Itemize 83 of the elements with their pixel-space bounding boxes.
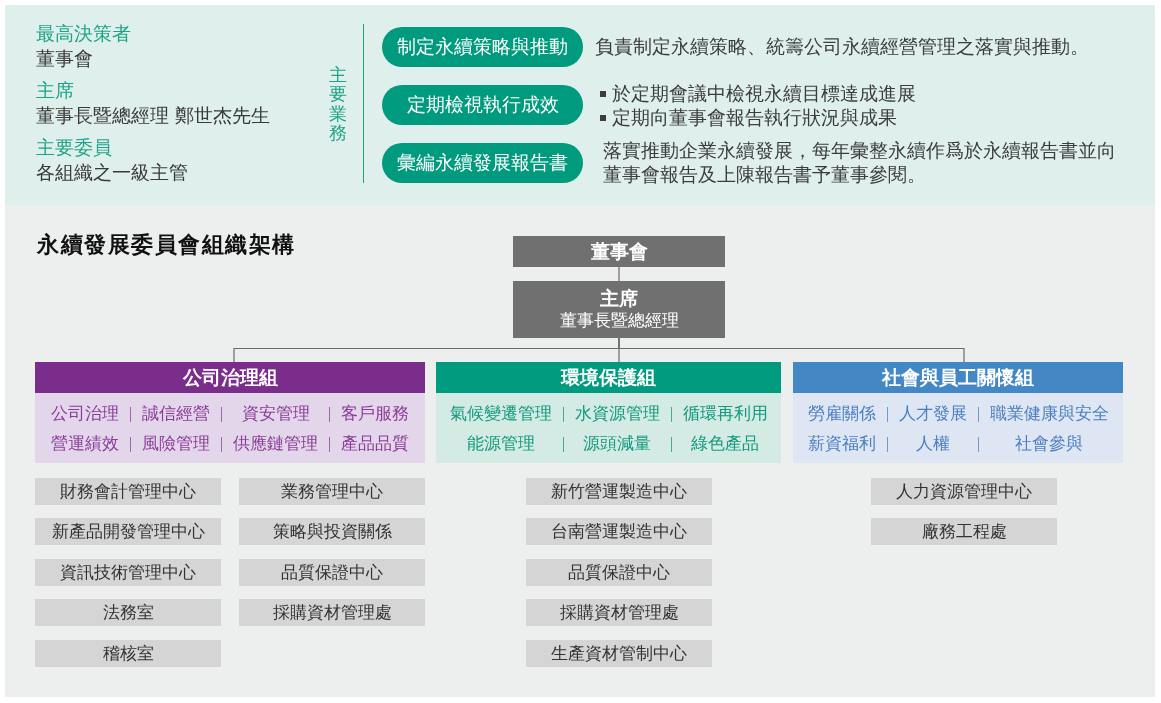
topic-label: 人權 <box>915 433 950 455</box>
task-pill <box>382 85 583 125</box>
department-label: 品質保證中心 <box>568 561 670 584</box>
group-header: 社會與員工關懷組 <box>793 362 1123 393</box>
box-title: 主席 <box>600 287 638 310</box>
topic-label: 客戶服務 <box>341 403 409 425</box>
topic-label: 職業健康與安全 <box>989 403 1109 425</box>
task-description: 於定期會議中檢視永續目標達成進展 <box>612 82 916 106</box>
task-description: 落實推動企業永續發展，每年彙整永續作爲於永續報告書並向董事會報告及上陳報告書予董事參閱。 <box>603 139 1117 187</box>
role-heading: 最高決策者 <box>36 23 131 45</box>
group-header: 環境保護組 <box>436 362 781 393</box>
role-heading: 主席 <box>36 80 74 102</box>
department-box <box>526 518 712 545</box>
department-box <box>35 559 221 586</box>
department-label: 人力資源管理中心 <box>896 480 1032 503</box>
topic-label: 薪資福利 <box>807 433 876 455</box>
department-label: 稽核室 <box>102 642 154 665</box>
connector-line <box>618 337 965 363</box>
department-label: 品質保證中心 <box>281 561 383 584</box>
department-label: 新產品開發管理中心 <box>51 520 205 543</box>
department-box <box>239 559 425 586</box>
topic-label: 水資源管理 <box>574 403 660 425</box>
department-box <box>526 559 712 586</box>
task-pill <box>382 143 583 183</box>
department-label: 新竹營運製造中心 <box>551 480 687 503</box>
department-label: 資訊技術管理中心 <box>60 561 196 584</box>
org-box <box>513 281 725 338</box>
department-box <box>35 518 221 545</box>
topic-label: 源頭減量 <box>583 433 651 455</box>
topic-label: 綠色產品 <box>691 433 759 455</box>
vertical-label: 主要業務 <box>329 66 347 143</box>
department-box <box>871 518 1057 545</box>
task-label: 彙編永續發展報告書 <box>397 152 568 174</box>
department-box <box>526 599 712 626</box>
department-label: 廠務工程處 <box>921 520 1007 543</box>
role-text: 董事會 <box>36 48 93 70</box>
box-subtitle: 董事長暨總經理 <box>559 309 679 332</box>
department-box <box>35 599 221 626</box>
department-label: 策略與投資關係 <box>272 520 392 543</box>
task-label: 制定永續策略與推動 <box>397 36 568 58</box>
role-text: 各組織之一級主管 <box>36 162 188 184</box>
chart-title: 永續發展委員會組織架構 <box>37 232 296 258</box>
topic-label: 循環再利用 <box>682 403 768 425</box>
topic-label: 營運績效 <box>51 433 119 455</box>
department-box <box>871 478 1057 505</box>
topic-label: 能源管理 <box>466 433 535 455</box>
topic-label: 供應鏈管理 <box>233 433 318 455</box>
role-text: 董事長暨總經理 鄭世杰先生 <box>36 105 270 127</box>
department-box <box>35 478 221 505</box>
topic-label: 氣候變遷管理 <box>449 403 552 425</box>
topic-label: 風險管理 <box>142 433 210 455</box>
topic-label: 誠信經營 <box>142 403 210 425</box>
topic-label: 資安管理 <box>241 403 310 425</box>
department-label: 採購資材管理處 <box>559 601 679 624</box>
topic-label: 勞雇關係 <box>807 403 876 425</box>
topic-label: 人才發展 <box>898 403 967 425</box>
department-box <box>526 640 712 667</box>
group-header: 公司治理組 <box>35 362 425 393</box>
department-label: 法務室 <box>102 601 154 624</box>
task-label: 定期檢視執行成效 <box>406 94 559 116</box>
group-panel <box>436 362 781 463</box>
role-heading: 主要委員 <box>36 137 112 159</box>
department-box <box>239 599 425 626</box>
topic-label: 公司治理 <box>51 403 119 425</box>
department-label: 財務會計管理中心 <box>60 480 196 503</box>
department-label: 業務管理中心 <box>281 480 383 503</box>
department-box <box>526 478 712 505</box>
task-description: 負責制定永續策略、統籌公司永續經營管理之落實與推動。 <box>595 35 1090 59</box>
connector-line <box>618 266 620 282</box>
department-label: 採購資材管理處 <box>272 601 392 624</box>
group-panel <box>35 362 425 463</box>
group-panel <box>793 362 1123 463</box>
department-label: 生產資材管制中心 <box>551 642 687 665</box>
topic-label: 產品品質 <box>341 433 409 455</box>
task-description: 定期向董事會報告執行狀況與成果 <box>612 106 897 130</box>
department-label: 台南營運製造中心 <box>551 520 687 543</box>
task-pill <box>382 27 583 67</box>
department-box <box>239 518 425 545</box>
box-title: 董事會 <box>590 240 648 263</box>
department-box <box>239 478 425 505</box>
org-box <box>513 236 725 267</box>
department-box <box>35 640 221 667</box>
topic-label: 社會參與 <box>1015 433 1083 455</box>
